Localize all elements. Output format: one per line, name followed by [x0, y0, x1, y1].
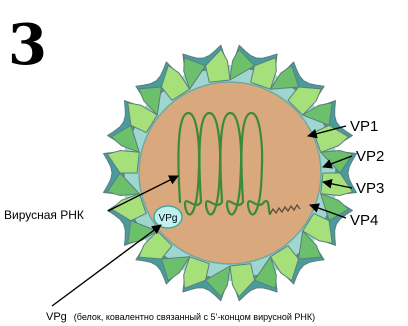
vpg-arrow: [52, 225, 161, 306]
caption-term: VPg: [46, 311, 67, 323]
caption: VPg (белок, ковалентно связанный с 5’-ко…: [46, 307, 315, 324]
vp3-label: VP3: [356, 180, 384, 197]
vp3-segment: [206, 49, 231, 82]
rna-label: Вирусная РНК: [4, 208, 84, 222]
vp3-segment: [230, 264, 255, 297]
vp2-label: VP2: [356, 148, 384, 165]
vpg-label: VPg: [159, 213, 178, 224]
panel-number: 3: [8, 12, 47, 78]
vp1-label: VP1: [350, 118, 378, 135]
vp4-label: VP4: [350, 212, 378, 229]
capsid-core: [139, 82, 321, 264]
caption-description: (белок, ковалентно связанный с 5’-концом…: [74, 312, 315, 322]
vpg-protein: VPg: [154, 206, 182, 228]
